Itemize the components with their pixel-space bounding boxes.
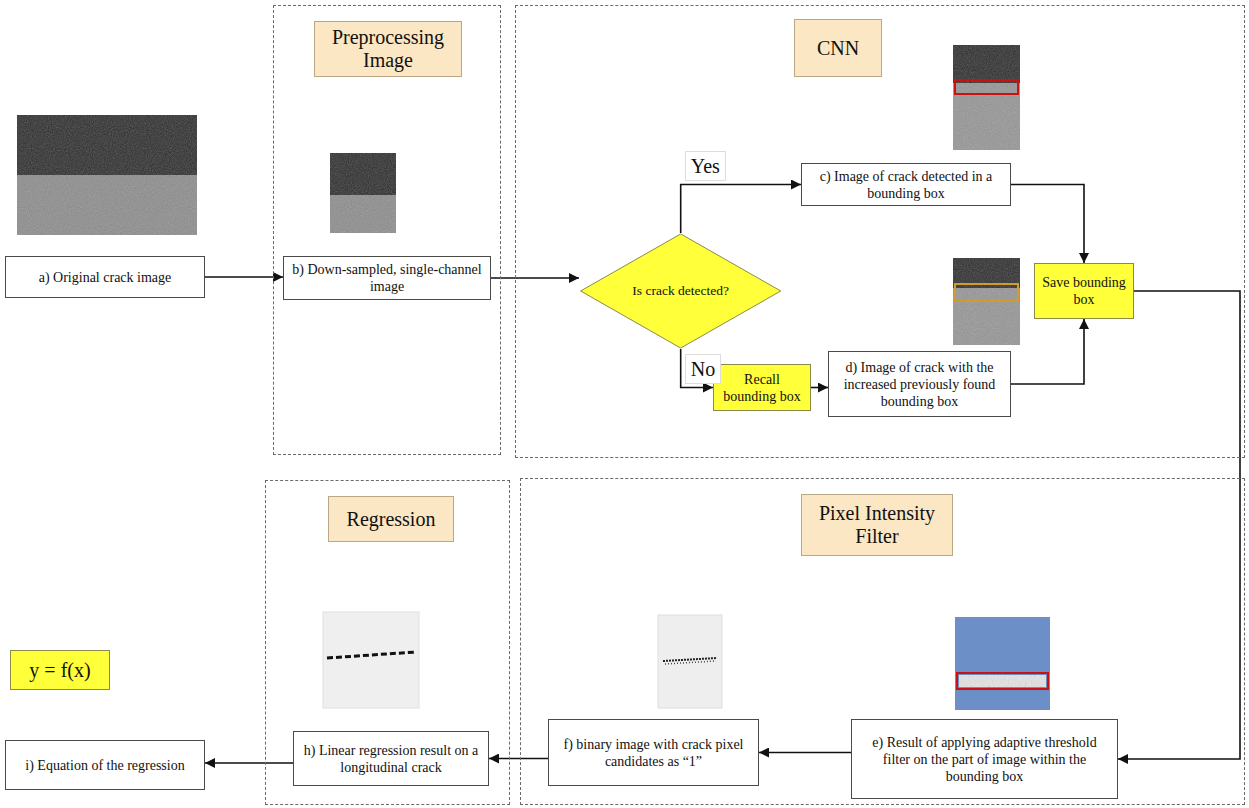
stage-group: Pixel Intensity Filter f) binary image wi… bbox=[520, 478, 1245, 805]
box-text: e) Result of applying adaptive threshold… bbox=[858, 734, 1111, 785]
flow-arrow bbox=[681, 185, 801, 234]
process-box: b) Down-sampled, single-channel image bbox=[283, 256, 491, 300]
action-box: Save bounding box bbox=[1034, 263, 1134, 319]
box-text: h) Linear regression result on a longitu… bbox=[300, 742, 482, 776]
decision-text: Is crack detected? bbox=[632, 283, 729, 299]
flow-arrow bbox=[491, 277, 579, 279]
pavement bbox=[953, 45, 1020, 150]
crack-pixels bbox=[663, 658, 717, 661]
box-text: d) Image of crack with the increased pre… bbox=[835, 359, 1004, 410]
process-box: f) binary image with crack pixel candida… bbox=[548, 719, 759, 786]
box-text: c) Image of crack detected in a bounding… bbox=[808, 168, 1004, 202]
stage-group: CNN Is crack detected? c) Image of crack d… bbox=[515, 5, 1245, 458]
texture bbox=[953, 45, 1020, 150]
formula-box: y = f(x) bbox=[10, 650, 110, 690]
box-text: f) binary image with crack pixel candida… bbox=[555, 736, 752, 770]
pavement bbox=[330, 153, 396, 233]
flow-arrow bbox=[1011, 185, 1084, 264]
box-text: y = f(x) bbox=[29, 658, 90, 682]
flow-arrow bbox=[205, 762, 293, 764]
branch-label: Yes bbox=[685, 151, 726, 181]
pavement bbox=[17, 115, 197, 235]
regression-line bbox=[327, 652, 416, 658]
action-box: Recall bounding box bbox=[713, 364, 811, 411]
flow-arrow bbox=[1011, 319, 1084, 384]
decision-diamond: Is crack detected? bbox=[579, 233, 782, 349]
crack-photo bbox=[17, 115, 197, 235]
branch-label: No bbox=[685, 354, 721, 384]
crack-strip bbox=[959, 675, 1046, 687]
crack-pixels bbox=[665, 661, 716, 664]
stage-group: Preprocessing Image b) Down-sampled, sing… bbox=[273, 5, 501, 455]
stage-header: Regression bbox=[328, 496, 454, 542]
flow-arrow bbox=[489, 758, 548, 760]
flow-arrow bbox=[1118, 291, 1240, 759]
detected-photo bbox=[953, 45, 1020, 150]
box-text: Save bounding box bbox=[1041, 274, 1127, 308]
stage-header: CNN bbox=[794, 19, 882, 77]
process-box: e) Result of applying adaptive threshold… bbox=[851, 719, 1118, 799]
texture bbox=[959, 675, 1046, 687]
masked-ground bbox=[955, 617, 1050, 710]
flow-arrow bbox=[205, 276, 283, 278]
recalled-photo bbox=[953, 258, 1020, 345]
flow-arrow bbox=[811, 387, 828, 389]
box-text: Recall bounding box bbox=[720, 371, 804, 405]
process-box: h) Linear regression result on a longitu… bbox=[293, 731, 489, 786]
process-box: d) Image of crack with the increased pre… bbox=[828, 351, 1011, 417]
process-box: a) Original crack image bbox=[5, 256, 205, 298]
bounding-box bbox=[955, 80, 1018, 94]
texture bbox=[953, 258, 1020, 345]
bounding-box bbox=[957, 673, 1048, 689]
threshold-image bbox=[955, 617, 1050, 710]
box-text: a) Original crack image bbox=[39, 269, 172, 286]
stage-group: Regression h) Linear regression result on… bbox=[265, 480, 510, 805]
stage-header: Pixel Intensity Filter bbox=[801, 494, 953, 556]
box-text: b) Down-sampled, single-channel image bbox=[290, 261, 484, 295]
regression-ground bbox=[323, 612, 419, 708]
binary-ground bbox=[658, 615, 722, 708]
stage-header: Preprocessing Image bbox=[314, 21, 462, 77]
process-box: i) Equation of the regression bbox=[5, 740, 205, 790]
binary-image bbox=[658, 615, 722, 708]
texture bbox=[330, 153, 396, 233]
flow-arrow bbox=[759, 752, 851, 754]
diamond-shape bbox=[581, 234, 781, 348]
process-box: c) Image of crack detected in a bounding… bbox=[801, 163, 1011, 206]
bounding-box bbox=[955, 284, 1018, 301]
box-text: i) Equation of the regression bbox=[25, 757, 184, 774]
regression-image bbox=[323, 612, 419, 708]
downsampled-photo bbox=[330, 153, 396, 233]
texture bbox=[17, 115, 197, 235]
pavement bbox=[953, 258, 1020, 345]
